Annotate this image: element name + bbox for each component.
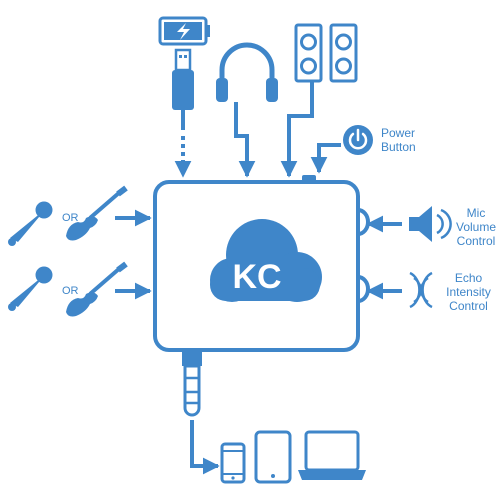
audio-jack-icon <box>182 350 202 417</box>
cloud-logo-icon: KC <box>210 219 322 302</box>
echo-waves-icon <box>409 271 433 309</box>
tablet-icon <box>254 430 292 484</box>
microphone-icon <box>8 201 53 246</box>
power-switch <box>302 175 316 182</box>
or-label: OR <box>62 285 79 297</box>
echo-label-line3: Control <box>449 299 488 313</box>
microphone-icon <box>8 266 53 311</box>
speaker-volume-icon <box>409 206 452 242</box>
echo-intensity-label: Echo Intensity Control <box>437 271 500 313</box>
battery-charging-icon <box>158 16 210 46</box>
phone-icon <box>220 442 246 484</box>
headphones-icon <box>216 42 278 102</box>
laptop-icon <box>298 430 366 480</box>
power-icon <box>343 125 373 155</box>
arrow-speakers <box>280 81 314 178</box>
electric-guitar-icon <box>66 185 128 241</box>
electric-guitar-icon <box>66 261 128 317</box>
usb-cable-icon <box>172 48 194 130</box>
or-label: OR <box>62 212 79 224</box>
arrow-headphones <box>234 102 256 178</box>
logo-text: KC <box>232 258 281 296</box>
speakers-icon <box>294 23 358 83</box>
power-button-label: Power Button <box>381 126 441 154</box>
arrow-power <box>310 143 341 174</box>
power-label-line1: Power <box>381 126 416 140</box>
mic-label-line2: Volume <box>455 220 497 234</box>
mic-label-line1: Mic <box>466 206 486 220</box>
mic-volume-label: Mic Volume Control <box>452 206 500 248</box>
arrow-output <box>190 420 220 475</box>
power-label-line2: Button <box>381 140 416 154</box>
mic-label-line3: Control <box>456 234 496 248</box>
echo-label-line2: Intensity <box>446 285 491 299</box>
echo-label-line1: Echo <box>454 271 483 285</box>
